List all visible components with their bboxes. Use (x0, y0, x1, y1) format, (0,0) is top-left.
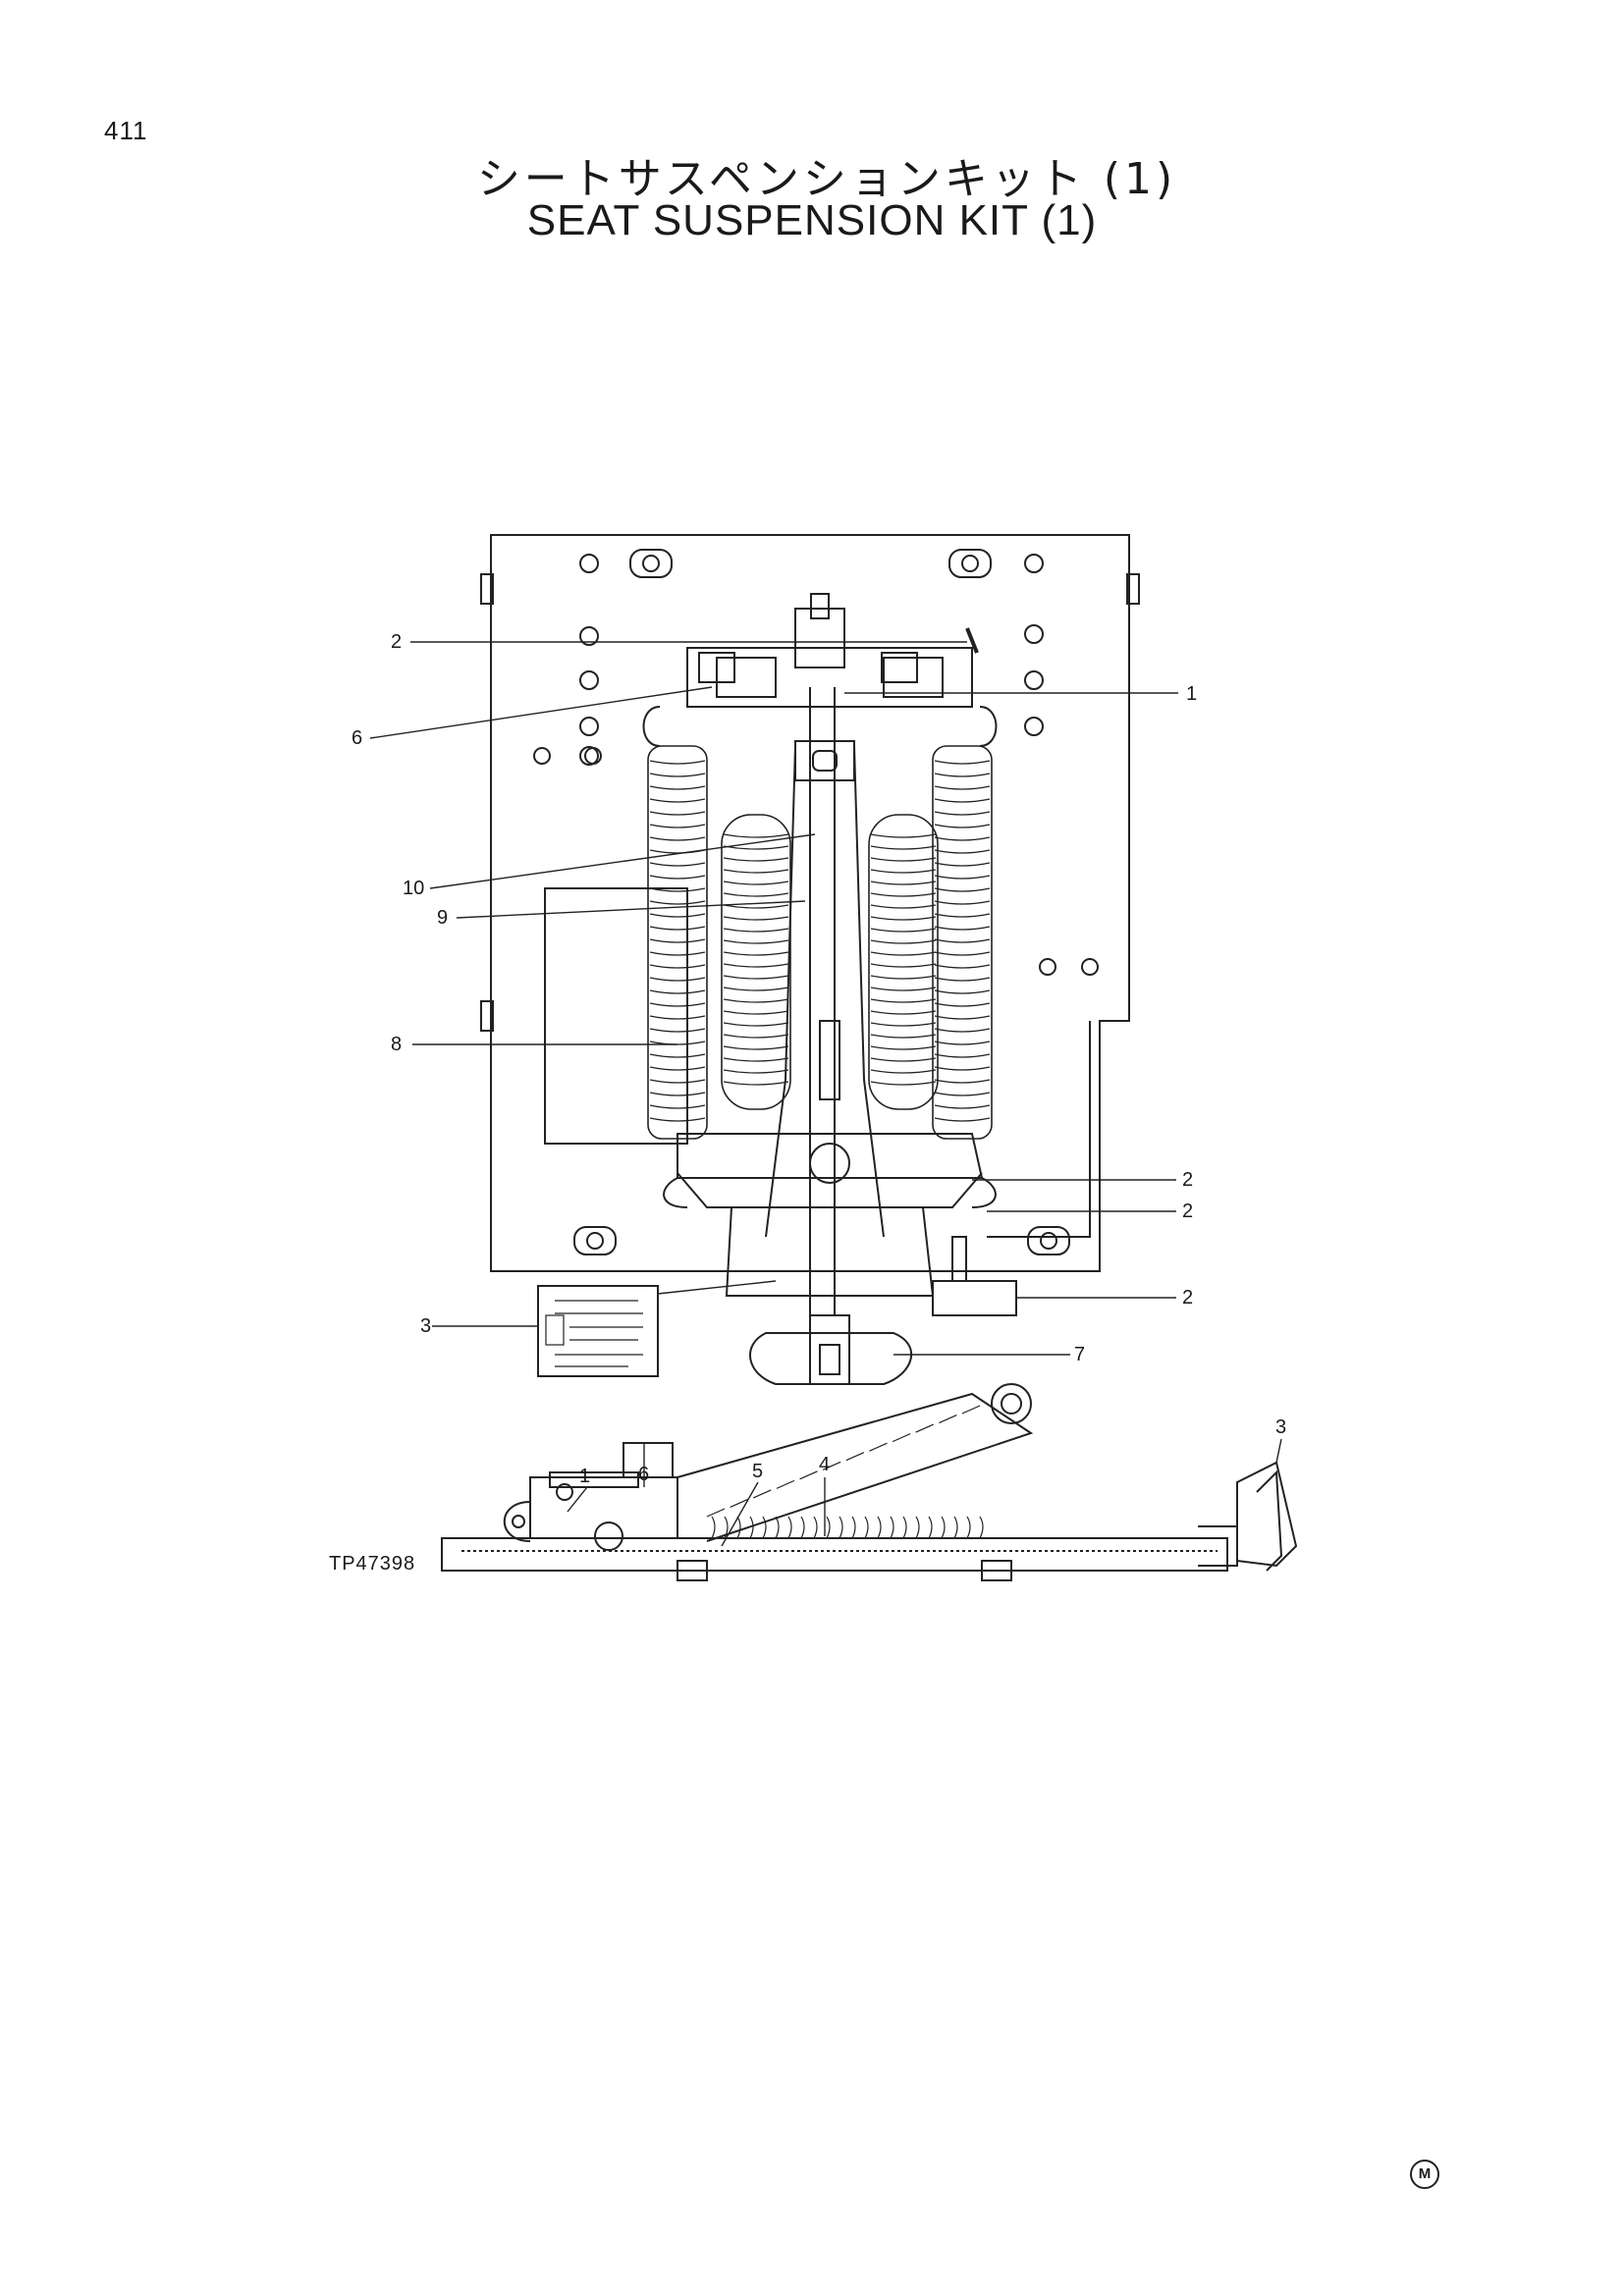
callout-labels: 2 1 6 10 9 8 2 2 2 3 7 1 6 5 4 3 (352, 631, 1286, 1487)
inner-spring-coils (723, 833, 937, 1086)
figure-code: TP47398 (329, 1553, 416, 1575)
callout-side-6: 6 (638, 1464, 649, 1485)
callout-top-8: 8 (391, 1034, 402, 1055)
side-view-drawing (441, 1383, 1298, 1581)
callout-side-1: 1 (579, 1466, 590, 1487)
page-number: 411 (104, 116, 148, 145)
callout-top-6: 6 (352, 727, 362, 749)
callout-top-2c: 2 (1182, 1201, 1193, 1222)
title-japanese: シートサスペンションキット (1) (476, 154, 1177, 204)
callout-top-3: 3 (420, 1315, 431, 1337)
callout-top-2a: 2 (391, 631, 402, 653)
callout-top-10: 10 (403, 878, 424, 899)
callout-top-2d: 2 (1182, 1287, 1193, 1308)
callout-top-1: 1 (1186, 683, 1197, 705)
callout-top-7: 7 (1074, 1344, 1085, 1365)
callout-side-5: 5 (752, 1461, 763, 1482)
callout-side-4: 4 (819, 1454, 830, 1475)
callout-side-3: 3 (1275, 1416, 1286, 1438)
callout-top-2b: 2 (1182, 1169, 1193, 1191)
leader-lines (369, 641, 1282, 1547)
callout-top-9: 9 (437, 907, 448, 929)
outer-spring-coils (649, 760, 991, 1122)
publisher-mark: M (1410, 2160, 1439, 2189)
side-spring-coils (706, 1405, 984, 1539)
top-view-drawing (480, 534, 1140, 1385)
title-english: SEAT SUSPENSION KIT (1) (526, 196, 1098, 244)
